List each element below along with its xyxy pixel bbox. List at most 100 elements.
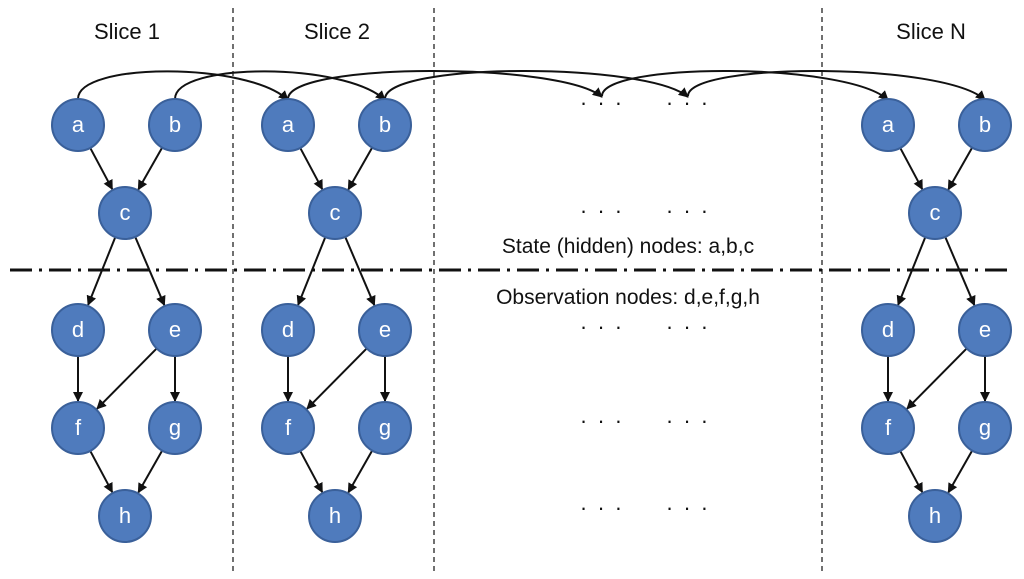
temporal-edge-arrow — [687, 69, 986, 101]
node-c: c — [308, 186, 362, 240]
node-circle — [861, 98, 915, 152]
node-label: d — [282, 317, 294, 342]
node-a: a — [861, 98, 915, 152]
node-label: g — [169, 415, 181, 440]
node-circle — [148, 98, 202, 152]
edge-arrow — [134, 236, 166, 307]
edge-arrow — [86, 236, 117, 306]
ellipsis: · · · — [666, 314, 710, 339]
node-circle — [308, 186, 362, 240]
node-label: c — [930, 200, 941, 225]
observation-nodes-caption: Observation nodes: d,e,f,g,h — [496, 286, 760, 309]
node-d: d — [861, 303, 915, 357]
node-e: e — [358, 303, 412, 357]
edge-arrow — [89, 147, 114, 191]
node-c: c — [908, 186, 962, 240]
ellipsis: · · · — [580, 314, 624, 339]
node-circle — [358, 303, 412, 357]
node-label: f — [885, 415, 892, 440]
edge-arrow — [947, 147, 974, 191]
node-label: h — [329, 503, 341, 528]
node-d: d — [51, 303, 105, 357]
node-circle — [861, 303, 915, 357]
node-circle — [958, 303, 1012, 357]
node-label: c — [330, 200, 341, 225]
node-label: e — [979, 317, 991, 342]
node-f: f — [861, 401, 915, 455]
node-h: h — [308, 489, 362, 543]
node-circle — [261, 401, 315, 455]
node-label: a — [72, 112, 85, 137]
node-circle — [51, 401, 105, 455]
node-circle — [861, 401, 915, 455]
node-circle — [958, 401, 1012, 455]
node-circle — [358, 401, 412, 455]
edge-arrow — [899, 147, 924, 191]
slice-title-2: Slice 2 — [304, 19, 370, 44]
node-label: g — [379, 415, 391, 440]
edge-arrow — [96, 347, 158, 410]
node-label: a — [882, 112, 895, 137]
edge-arrow — [347, 450, 374, 494]
node-b: b — [358, 98, 412, 152]
slice-title-n: Slice N — [896, 19, 966, 44]
node-circle — [261, 303, 315, 357]
node-label: f — [75, 415, 82, 440]
node-label: e — [379, 317, 391, 342]
temporal-edge-arrow — [601, 69, 889, 101]
node-label: f — [285, 415, 292, 440]
edge-arrow — [299, 450, 324, 494]
edge-arrow — [137, 147, 164, 191]
node-g: g — [358, 401, 412, 455]
node-label: g — [979, 415, 991, 440]
node-b: b — [958, 98, 1012, 152]
edge-arrow — [296, 236, 327, 306]
node-a: a — [51, 98, 105, 152]
node-f: f — [51, 401, 105, 455]
node-circle — [98, 489, 152, 543]
node-f: f — [261, 401, 315, 455]
state-nodes-caption: State (hidden) nodes: a,b,c — [502, 235, 754, 258]
node-e: e — [958, 303, 1012, 357]
edge-arrow — [89, 450, 114, 494]
node-label: e — [169, 317, 181, 342]
edge-arrow — [899, 450, 924, 494]
node-circle — [908, 489, 962, 543]
ellipsis: · · · — [580, 408, 624, 433]
ellipsis: · · · — [666, 90, 710, 115]
edge-arrow — [306, 347, 368, 410]
node-label: b — [169, 112, 181, 137]
node-label: d — [882, 317, 894, 342]
node-label: c — [120, 200, 131, 225]
ellipsis: · · · — [666, 198, 710, 223]
temporal-edge-arrow — [287, 70, 603, 100]
edge-arrow — [896, 236, 927, 306]
node-circle — [148, 303, 202, 357]
node-circle — [98, 186, 152, 240]
node-circle — [308, 489, 362, 543]
node-label: b — [379, 112, 391, 137]
node-circle — [958, 98, 1012, 152]
edge-arrow — [299, 147, 324, 191]
ellipsis: · · · — [666, 408, 710, 433]
node-circle — [908, 186, 962, 240]
node-label: b — [979, 112, 991, 137]
node-h: h — [908, 489, 962, 543]
node-d: d — [261, 303, 315, 357]
node-circle — [358, 98, 412, 152]
ellipsis: · · · — [580, 495, 624, 520]
node-c: c — [98, 186, 152, 240]
temporal-edge-arrow — [174, 70, 386, 101]
node-circle — [148, 401, 202, 455]
edges — [73, 69, 990, 494]
edge-arrow — [947, 450, 974, 494]
node-label: a — [282, 112, 295, 137]
node-a: a — [261, 98, 315, 152]
ellipsis: · · · — [580, 90, 624, 115]
slice-title-1: Slice 1 — [94, 19, 160, 44]
node-circle — [51, 98, 105, 152]
edge-arrow — [906, 347, 968, 410]
temporal-edge-arrow — [384, 70, 689, 100]
